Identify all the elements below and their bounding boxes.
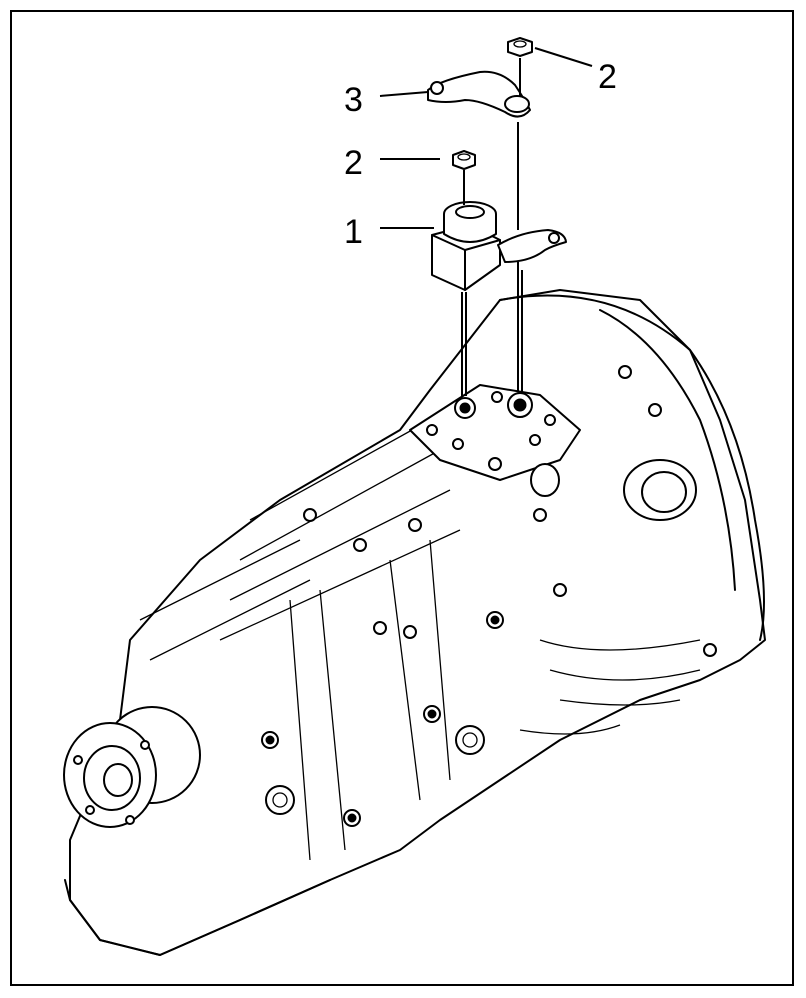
- shift-mount-plate: [409, 384, 581, 497]
- part-1-bracket: [431, 201, 501, 291]
- callout-3: 3: [344, 81, 363, 119]
- callout-2-upper: 2: [598, 58, 617, 96]
- sensor-port: [623, 459, 697, 521]
- part-3-lever: [427, 70, 531, 118]
- output-flange: [63, 706, 201, 828]
- callout-2-lower: 2: [344, 144, 363, 182]
- part-2-nut-lower: [452, 150, 476, 170]
- part-2-nut-upper: [507, 37, 533, 57]
- assembly-axis-lines: [461, 58, 523, 396]
- gearbox-housing: [63, 289, 766, 956]
- callout-leaders: [379, 47, 593, 229]
- housing-bolts: [261, 365, 717, 827]
- selector-lever: [497, 229, 567, 263]
- callout-1: 1: [344, 213, 363, 251]
